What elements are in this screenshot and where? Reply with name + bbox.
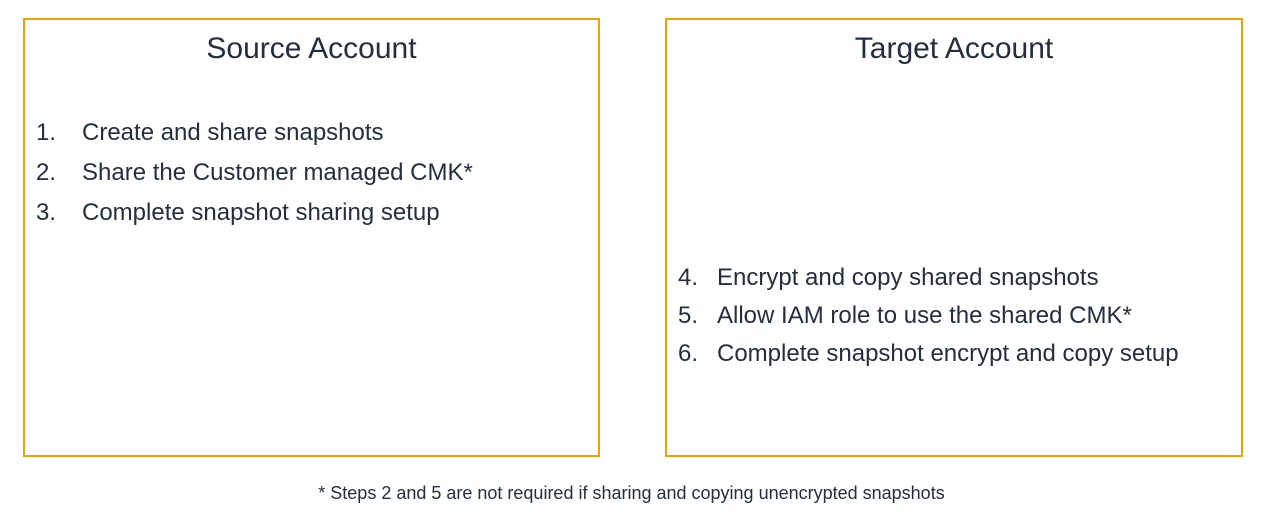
footnote: * Steps 2 and 5 are not required if shar… <box>318 483 945 503</box>
step-text: Share the Customer managed CMK* <box>82 159 473 186</box>
step-text: Complete snapshot encrypt and copy setup <box>717 340 1179 367</box>
step-text: Encrypt and copy shared snapshots <box>717 264 1099 291</box>
step-number: 5. <box>678 302 699 329</box>
step-item-1: 1. Create and share snapshots <box>33 113 593 153</box>
step-number: 6. <box>678 340 699 367</box>
step-number: 1. <box>36 119 57 146</box>
step-text: Complete snapshot sharing setup <box>82 199 440 226</box>
target-account-title: Target Account <box>854 32 1054 65</box>
source-account-title: Source Account <box>206 32 417 65</box>
step-item-3: 3. Complete snapshot sharing setup <box>33 193 593 233</box>
target-steps-list: 4. Encrypt and copy shared snapshots 5. … <box>675 259 1187 373</box>
source-steps-list: 1. Create and share snapshots 2. Share t… <box>33 113 593 233</box>
target-account-box: Target Account 4. Encrypt and copy share… <box>665 18 1243 457</box>
step-number: 3. <box>36 199 57 226</box>
step-number: 2. <box>36 159 57 186</box>
source-account-box: Source Account 1. Create and share snaps… <box>23 18 600 457</box>
step-text: Allow IAM role to use the shared CMK* <box>717 302 1132 329</box>
step-number: 4. <box>678 264 699 291</box>
step-item-4: 4. Encrypt and copy shared snapshots <box>675 259 1187 297</box>
step-text: Create and share snapshots <box>82 119 384 146</box>
step-item-6: 6. Complete snapshot encrypt and copy se… <box>675 335 1187 373</box>
step-item-5: 5. Allow IAM role to use the shared CMK* <box>675 297 1187 335</box>
step-item-2: 2. Share the Customer managed CMK* <box>33 153 593 193</box>
